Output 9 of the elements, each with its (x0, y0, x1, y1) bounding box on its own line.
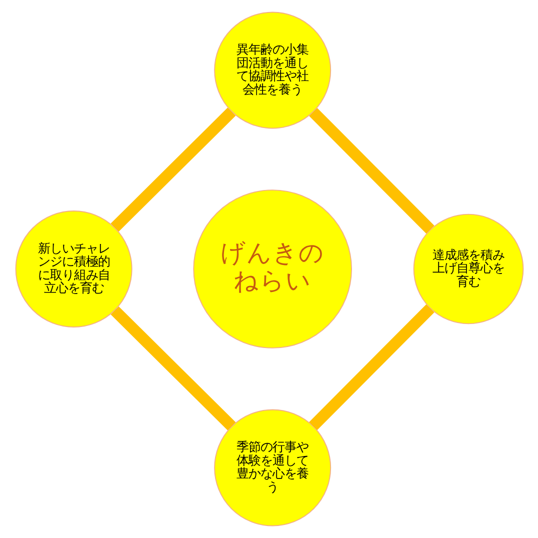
connector (110, 306, 236, 430)
node-circle: 異年齢の小集団活動を通して協調性や社会性を養う (214, 12, 331, 129)
node-circle: げんきのねらい (192, 190, 352, 348)
connector (110, 108, 236, 232)
connector (308, 304, 434, 430)
node-circle: 達成感を積み上げ自尊心を育む (412, 214, 524, 324)
connector (308, 108, 434, 234)
node-circle: 季節の行事や体験を通して豊かな心を養う (214, 409, 331, 526)
node-circle: 新しいチャレンジに積極的に取り組み自立心を育む (14, 210, 132, 328)
